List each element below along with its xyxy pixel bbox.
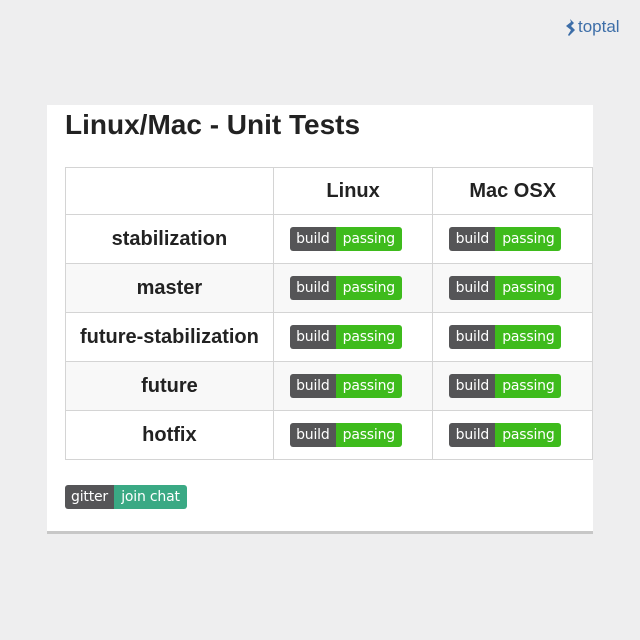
- badge-status: passing: [335, 374, 402, 398]
- badge-label: build: [289, 423, 336, 447]
- mac-cell: build passing: [432, 410, 593, 460]
- page-title: Linux/Mac - Unit Tests: [65, 109, 361, 140]
- badge-label: build: [449, 374, 496, 398]
- badge-status: passing: [495, 325, 562, 349]
- table-row: future-stabilization build passing build…: [65, 312, 593, 362]
- mac-cell: build passing: [432, 361, 593, 411]
- gitter-label: gitter: [65, 485, 114, 509]
- linux-cell: build passing: [272, 410, 434, 460]
- table-row: stabilization build passing build passin…: [65, 214, 593, 264]
- content-card: Linux/Mac - Unit Tests Linux Mac OSX sta…: [47, 105, 593, 531]
- toptal-logo[interactable]: toptal: [563, 17, 620, 37]
- badge-status: passing: [495, 423, 562, 447]
- linux-build-badge[interactable]: build passing: [289, 325, 402, 349]
- build-status-table: Linux Mac OSX stabilization build passin…: [65, 167, 593, 460]
- mac-cell: build passing: [432, 214, 593, 264]
- badge-status: passing: [495, 227, 562, 251]
- badge-label: build: [289, 374, 336, 398]
- badge-status: passing: [495, 374, 562, 398]
- badge-label: build: [449, 227, 496, 251]
- gitter-join-chat-badge[interactable]: gitter join chat: [65, 485, 187, 509]
- badge-label: build: [449, 325, 496, 349]
- mac-build-badge[interactable]: build passing: [449, 227, 562, 251]
- linux-cell: build passing: [272, 263, 434, 313]
- mac-build-badge[interactable]: build passing: [449, 423, 562, 447]
- branch-name: hotfix: [65, 410, 274, 460]
- linux-cell: build passing: [272, 361, 434, 411]
- table-row: future build passing build passing: [65, 361, 593, 411]
- badge-label: build: [449, 423, 496, 447]
- linux-build-badge[interactable]: build passing: [289, 276, 402, 300]
- mac-cell: build passing: [432, 263, 593, 313]
- mac-build-badge[interactable]: build passing: [449, 374, 562, 398]
- header-linux: Linux: [272, 167, 434, 215]
- toptal-mark-icon: [566, 18, 575, 36]
- mac-build-badge[interactable]: build passing: [449, 276, 562, 300]
- linux-cell: build passing: [272, 312, 434, 362]
- badge-label: build: [449, 276, 496, 300]
- badge-status: passing: [335, 276, 402, 300]
- table-row: master build passing build passing: [65, 263, 593, 313]
- linux-build-badge[interactable]: build passing: [289, 374, 402, 398]
- table-header-row: Linux Mac OSX: [65, 167, 593, 215]
- badge-status: passing: [335, 325, 402, 349]
- branch-name: future: [65, 361, 274, 411]
- linux-build-badge[interactable]: build passing: [289, 227, 402, 251]
- badge-status: passing: [335, 423, 402, 447]
- join-chat-label: join chat: [114, 485, 187, 509]
- mac-cell: build passing: [432, 312, 593, 362]
- branch-name: stabilization: [65, 214, 274, 264]
- header-branch: [65, 167, 274, 215]
- table-row: hotfix build passing build passing: [65, 410, 593, 460]
- mac-build-badge[interactable]: build passing: [449, 325, 562, 349]
- header-mac-osx: Mac OSX: [432, 167, 593, 215]
- badge-label: build: [289, 276, 336, 300]
- toptal-wordmark: toptal: [578, 17, 620, 36]
- badge-status: passing: [495, 276, 562, 300]
- badge-label: build: [289, 227, 336, 251]
- branch-name: master: [65, 263, 274, 313]
- linux-cell: build passing: [272, 214, 434, 264]
- linux-build-badge[interactable]: build passing: [289, 423, 402, 447]
- badge-status: passing: [335, 227, 402, 251]
- badge-label: build: [289, 325, 336, 349]
- branch-name: future-stabilization: [65, 312, 274, 362]
